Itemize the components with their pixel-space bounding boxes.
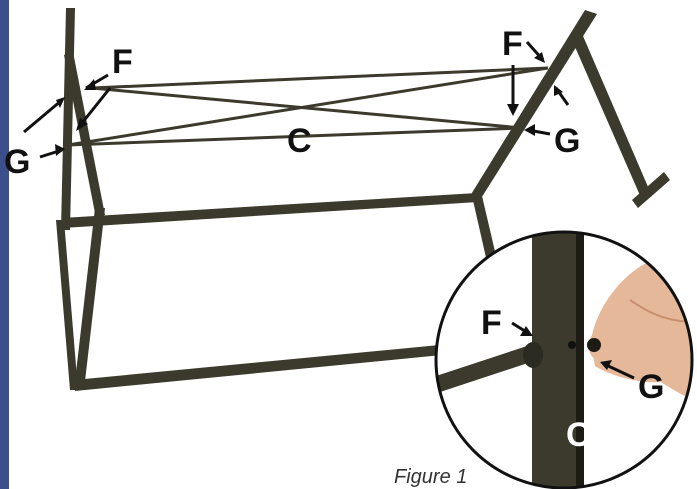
inset-brace-end bbox=[523, 342, 543, 368]
inset-post-edge bbox=[576, 232, 584, 488]
label-g-right: G bbox=[554, 122, 580, 160]
bottom-front-rail bbox=[74, 344, 452, 391]
inset-screw-hole bbox=[568, 341, 576, 349]
inset-knob bbox=[587, 338, 601, 352]
arrow-head bbox=[56, 97, 65, 108]
arrow-head bbox=[84, 79, 96, 90]
right-post-back bbox=[572, 36, 652, 200]
inset-knuckle-line bbox=[629, 299, 691, 323]
arrow-head bbox=[524, 124, 535, 136]
arrow-heads bbox=[55, 52, 563, 156]
figure-caption: Figure 1 bbox=[394, 466, 467, 488]
label-f-inset: F bbox=[481, 304, 502, 342]
arrow-head bbox=[554, 85, 563, 96]
cross-brace-a bbox=[91, 66, 549, 90]
label-g-inset: G bbox=[638, 368, 664, 406]
label-c-center: C bbox=[287, 122, 312, 160]
cross-brace-b bbox=[67, 126, 523, 147]
label-f-top-left: F bbox=[112, 43, 133, 81]
arrow-head bbox=[76, 118, 88, 131]
inset-brace-rod bbox=[436, 346, 531, 394]
cross-brace-d bbox=[67, 66, 549, 147]
right-post-front bbox=[470, 10, 597, 200]
left-leg-lower bbox=[74, 208, 105, 390]
label-c-inset: C bbox=[566, 416, 591, 454]
right-rail-back bbox=[632, 172, 670, 208]
inset-arrow-heads bbox=[520, 326, 612, 370]
accent-side-bar bbox=[0, 0, 9, 489]
label-g-left: G bbox=[4, 143, 30, 181]
frame-structure bbox=[56, 8, 670, 391]
left-post-front bbox=[64, 52, 105, 218]
inset-finger bbox=[592, 348, 670, 383]
left-post-back bbox=[61, 8, 75, 230]
arrow-head bbox=[534, 52, 545, 63]
arrow-head bbox=[600, 360, 612, 370]
arrow-g-inset bbox=[603, 362, 635, 380]
inset-detail bbox=[434, 230, 694, 489]
arrow-head bbox=[520, 326, 533, 336]
left-rail-vertical bbox=[56, 220, 78, 390]
right-leg-lower bbox=[472, 196, 497, 262]
inset-border bbox=[434, 230, 694, 489]
arrow-head bbox=[507, 104, 519, 116]
arrow-head bbox=[55, 144, 65, 156]
top-back-rail bbox=[62, 193, 478, 228]
arrow-g-left bbox=[23, 98, 63, 134]
label-f-top-right: F bbox=[502, 25, 523, 63]
